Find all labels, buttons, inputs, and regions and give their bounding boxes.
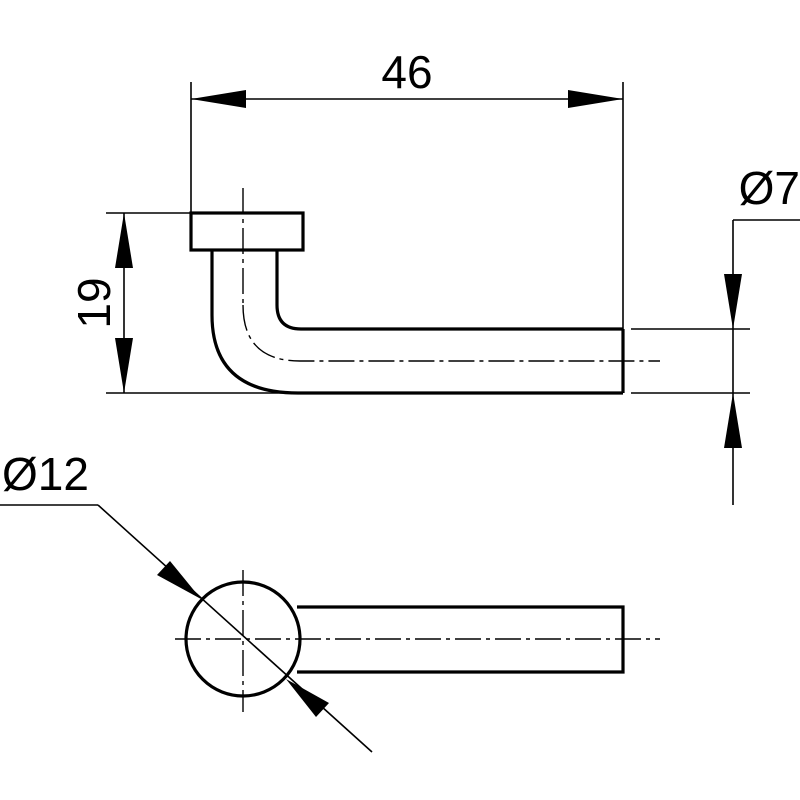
arrow-upper — [157, 561, 201, 599]
arrow-left — [191, 90, 246, 108]
dimension-rose-diameter-label: Ø12 — [2, 448, 89, 500]
dimension-bar-diameter-label: Ø7 — [739, 162, 800, 214]
lever-centerline — [242, 304, 660, 362]
arrow-lower — [286, 679, 329, 717]
lever-inner-contour — [275, 250, 623, 331]
rose-plate — [189, 211, 305, 252]
dimension-length: 46 — [190, 46, 624, 329]
leader-diagonal — [97, 504, 373, 753]
arrow-up — [724, 393, 742, 448]
arrow-top — [115, 213, 133, 268]
dimension-bar-diameter: Ø7 — [631, 162, 800, 505]
dimension-rose-diameter: Ø12 — [0, 448, 373, 753]
arrow-down — [724, 274, 742, 329]
dimension-length-label: 46 — [381, 46, 432, 98]
dimension-height: 19 — [68, 212, 298, 394]
dimension-height-label: 19 — [68, 277, 120, 328]
lever-outer-contour — [210, 250, 623, 395]
side-view — [189, 188, 660, 395]
arrow-right — [568, 90, 623, 108]
arrow-bottom — [115, 338, 133, 393]
